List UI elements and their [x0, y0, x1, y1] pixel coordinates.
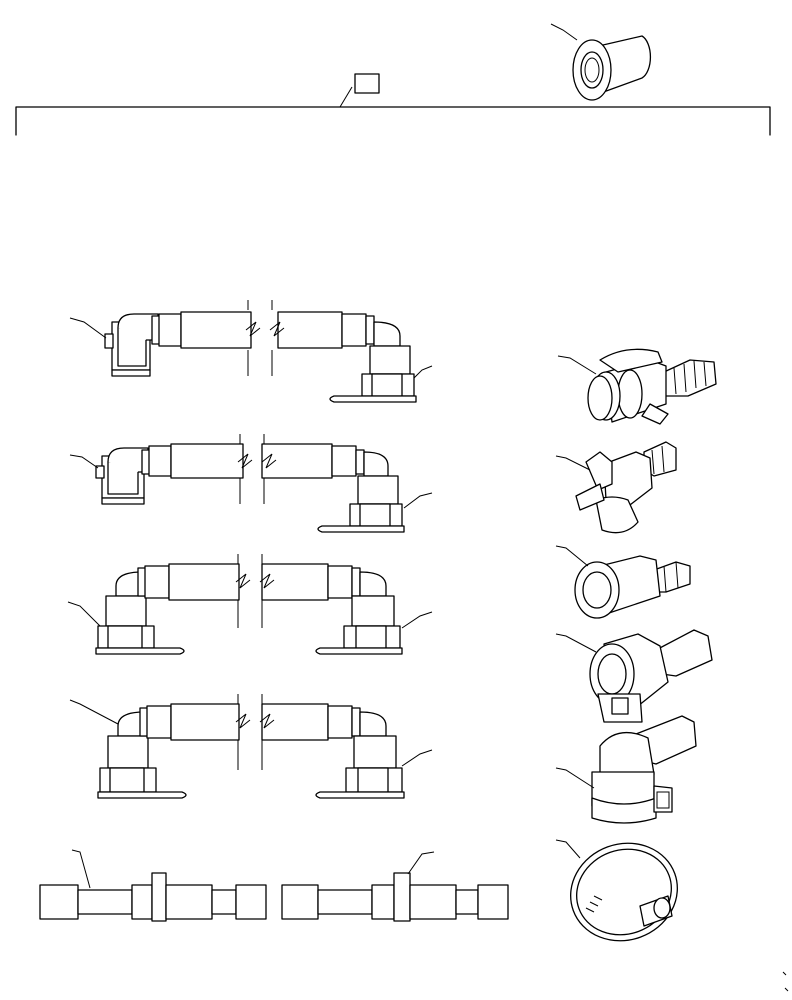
- straight-tube-11: [281, 872, 509, 922]
- elbow-coupler-icon: [591, 715, 697, 824]
- hose-clamp-icon: [570, 842, 678, 942]
- hose-assembly-3: [95, 554, 403, 655]
- hose-assembly-2: [95, 434, 405, 533]
- angled-fitting-icon: [575, 441, 677, 534]
- hose-assembly-1: [104, 300, 417, 403]
- straight-tube-10: [39, 872, 267, 922]
- coupler-icon: [589, 629, 713, 723]
- barbed-fitting-icon: [587, 348, 717, 425]
- grommet-icon: [572, 35, 652, 101]
- hose-assembly-4: [97, 694, 405, 799]
- barbed-fitting-2-icon: [574, 555, 691, 619]
- kit-bracket: [15, 73, 771, 136]
